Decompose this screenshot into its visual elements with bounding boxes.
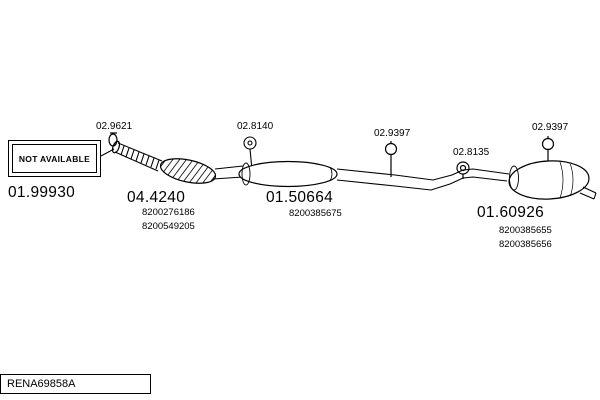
callout-middle-silencer: 01.50664 bbox=[266, 189, 334, 206]
callout-front-clamp: 02.9621 bbox=[96, 121, 133, 132]
not-available-label: NOT AVAILABLE bbox=[12, 144, 97, 173]
catalytic-converter bbox=[158, 154, 218, 188]
not-available-box: NOT AVAILABLE bbox=[8, 140, 101, 177]
callout-mounting-ring: 02.8135 bbox=[453, 147, 490, 158]
rubber-hanger-icon-1 bbox=[384, 141, 398, 177]
not-available-leader-line bbox=[100, 148, 115, 157]
reference-code: RENA69858A bbox=[7, 378, 76, 390]
front-clamp-icon bbox=[108, 132, 121, 154]
front-flex-pipe bbox=[114, 142, 163, 172]
callout-rubber-hanger-1: 02.9397 bbox=[374, 128, 411, 139]
callout-front-pipe: 01.99930 bbox=[8, 184, 76, 201]
middle-silencer bbox=[238, 160, 338, 188]
callout-hanger-mid: 02.8140 bbox=[237, 121, 274, 132]
callout-rear-silencer: 01.60926 bbox=[477, 204, 545, 221]
rear-silencer-oem-number-2: 8200385656 bbox=[499, 239, 552, 250]
mounting-ring-icon bbox=[456, 161, 470, 179]
catalyst-oem-number-1: 8200276186 bbox=[142, 207, 195, 218]
rubber-hanger-icon-2 bbox=[541, 136, 555, 162]
callout-catalyst: 04.4240 bbox=[127, 189, 186, 206]
callout-rubber-hanger-2: 02.9397 bbox=[532, 122, 569, 133]
rear-pipe bbox=[336, 168, 510, 191]
intermediate-pipe bbox=[212, 165, 244, 180]
catalyst-oem-number-2: 8200549205 bbox=[142, 221, 195, 232]
middle-silencer-oem-number: 8200385675 bbox=[289, 208, 342, 219]
reference-code-box: RENA69858A bbox=[0, 374, 151, 394]
rear-silencer bbox=[508, 160, 597, 200]
rear-silencer-oem-number-1: 8200385655 bbox=[499, 225, 552, 236]
